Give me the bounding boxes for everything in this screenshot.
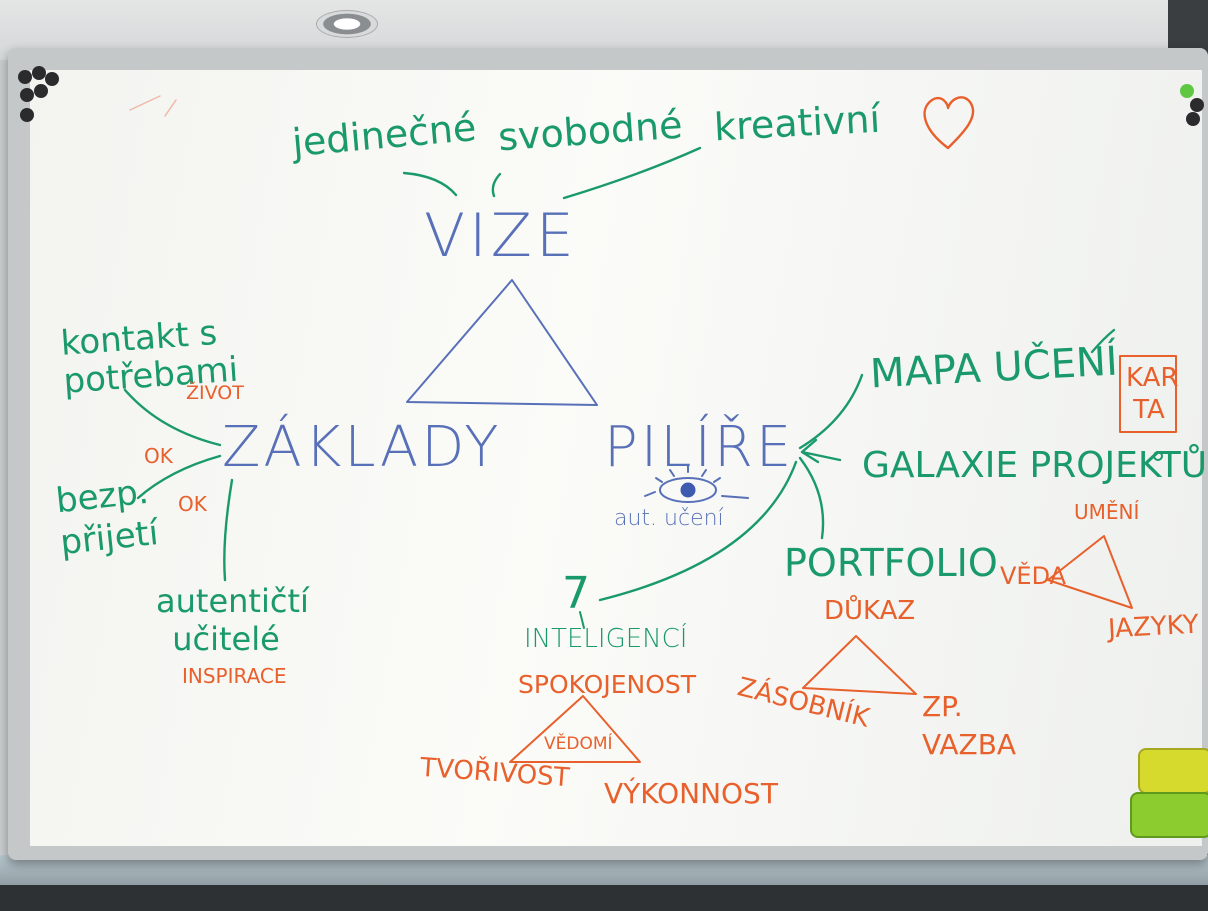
magnet <box>18 70 32 84</box>
intelligence-triangle <box>509 695 641 763</box>
science-label: VĚDA <box>1000 562 1067 590</box>
authentic-teachers-text: autentičtí učitelé <box>156 582 309 658</box>
ceiling-lamp <box>316 10 378 38</box>
feedback-label: ZP. VAZBA <box>922 690 1017 761</box>
pillars-title: PILÍŘE <box>604 415 795 480</box>
magnet <box>1190 98 1204 112</box>
whiteboard-surface <box>30 70 1202 846</box>
marker-tray <box>0 885 1208 911</box>
foundations-title: ZÁKLADY <box>222 415 502 480</box>
vision-triangle <box>406 279 598 406</box>
intelligences-label: INTELIGENCÍ <box>524 624 688 654</box>
project-galaxy-label: GALAXIE PROJEKTŮ <box>862 445 1208 486</box>
heart-icon <box>923 96 975 150</box>
magnet <box>20 108 34 122</box>
vision-title: VIZE <box>424 201 578 271</box>
awareness-label: VĚDOMÍ <box>544 734 613 754</box>
art-label: UMĚNÍ <box>1074 500 1140 524</box>
aut-learning-label: aut. učení <box>614 506 724 531</box>
inspiration-label: INSPIRACE <box>182 664 287 688</box>
languages-label: JAZYKY <box>1107 609 1200 645</box>
evidence-label: DŮKAZ <box>824 596 916 626</box>
quality-creative: kreativní <box>712 96 882 150</box>
card-label: KAR TA <box>1126 363 1179 425</box>
ok-label-1: OK <box>144 444 173 468</box>
eye-icon <box>659 477 717 503</box>
life-label: ŽIVOT <box>186 382 244 404</box>
magnet <box>32 66 46 80</box>
magnet <box>34 84 48 98</box>
card-box <box>1119 355 1177 433</box>
satisfaction-label: SPOKOJENOST <box>518 670 697 699</box>
performance-label: VÝKONNOST <box>604 777 778 810</box>
magnet <box>20 88 34 102</box>
portfolio-label: PORTFOLIO <box>784 541 998 585</box>
art-triangle <box>1047 535 1133 609</box>
seven-number: 7 <box>562 568 590 619</box>
safe-acceptance-text: bezp. přijetí <box>54 471 161 564</box>
magnet <box>45 72 59 86</box>
ok-label-2: OK <box>178 492 207 516</box>
portfolio-triangle <box>802 635 917 695</box>
magnet <box>1180 84 1194 98</box>
green-sponge <box>1130 792 1208 838</box>
magnet <box>1186 112 1200 126</box>
